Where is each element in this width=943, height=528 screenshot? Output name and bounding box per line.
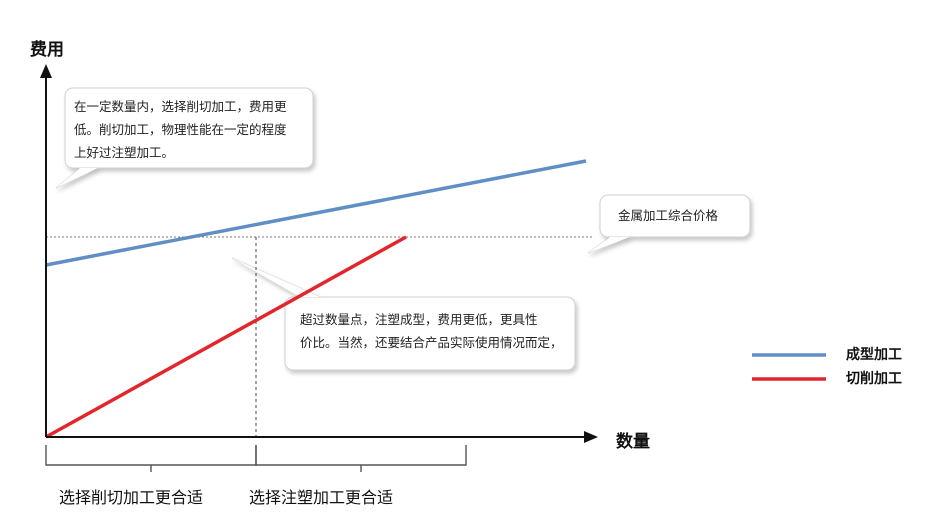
callouts <box>55 87 751 371</box>
range-label-cutting: 选择削切加工更合适 <box>59 488 204 507</box>
x-axis-arrow-icon <box>584 431 598 443</box>
series-line-1 <box>45 159 587 267</box>
range-label-molding: 选择注塑加工更合适 <box>249 488 394 507</box>
annotation-text-3: 超过数量点，注塑成型，费用更低，更具性 价比。当然，还要结合产品实际使用情况而定… <box>300 312 563 350</box>
legend-label-1: 成型加工 <box>846 347 902 363</box>
callout-box-3 <box>284 296 576 371</box>
x-axis-label: 数量 <box>616 432 650 452</box>
y-axis-arrow-icon <box>40 64 52 78</box>
y-axis-label: 费用 <box>30 40 64 60</box>
annotation-text-1: 在一定数量内，选择削切加工，费用更 低。削切加工，物理性能在一定的程度 上好过注… <box>74 99 287 160</box>
callout-joint-1 <box>56 168 98 188</box>
callout-joint-3 <box>232 258 320 297</box>
break-even-guides <box>46 236 592 437</box>
axes <box>40 64 598 443</box>
callout-box-2 <box>599 194 751 238</box>
callout-joint-2 <box>588 237 630 253</box>
annotation-text-2: 金属加工综合价格 <box>618 208 719 223</box>
range-bracket-2 <box>255 445 467 466</box>
legend-label-2: 切削加工 <box>846 371 902 387</box>
range-bracket-1 <box>45 445 257 466</box>
legend <box>752 353 826 381</box>
range-brackets <box>45 445 467 472</box>
series-line-2 <box>45 235 407 439</box>
callout-box-1 <box>64 87 314 169</box>
series-layer <box>45 159 587 439</box>
